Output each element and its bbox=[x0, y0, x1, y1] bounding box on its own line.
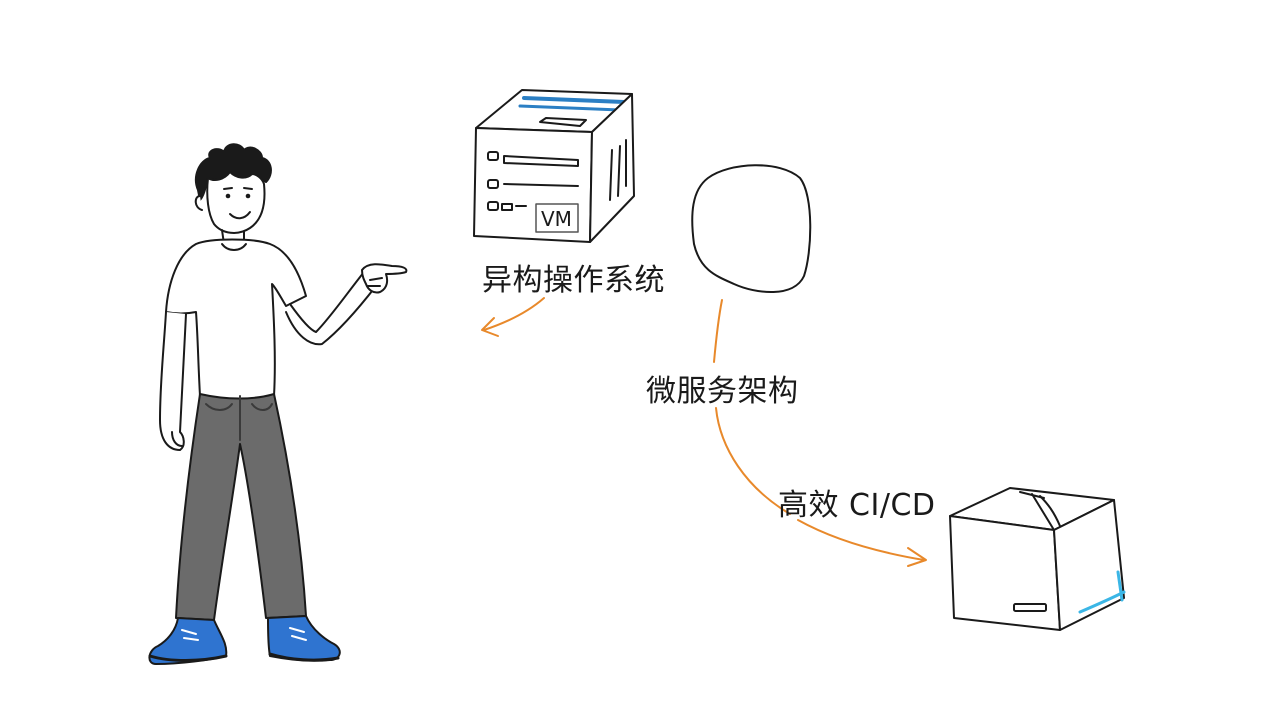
blob-shape bbox=[691, 164, 812, 293]
pants bbox=[175, 393, 307, 621]
person-figure bbox=[148, 143, 408, 665]
arrow-to-box bbox=[797, 519, 925, 561]
arrows bbox=[481, 297, 927, 567]
shirt bbox=[165, 238, 307, 400]
package-box bbox=[949, 487, 1126, 631]
vm-tag: VM bbox=[541, 207, 572, 231]
label-cicd: 高效 CI/CD bbox=[778, 488, 936, 523]
left-shoe bbox=[148, 617, 228, 665]
box-front bbox=[949, 515, 1061, 631]
box-side bbox=[1053, 499, 1125, 631]
face bbox=[206, 171, 266, 234]
label-microservices: 微服务架构 bbox=[646, 374, 799, 409]
left-arm bbox=[159, 311, 187, 451]
server-illustration: VM bbox=[473, 89, 635, 243]
label-heterogeneous-os: 异构操作系统 bbox=[482, 263, 665, 298]
pointing-hand bbox=[361, 263, 408, 294]
arrow-down-curve bbox=[713, 299, 723, 363]
arrow-to-person bbox=[483, 297, 545, 331]
